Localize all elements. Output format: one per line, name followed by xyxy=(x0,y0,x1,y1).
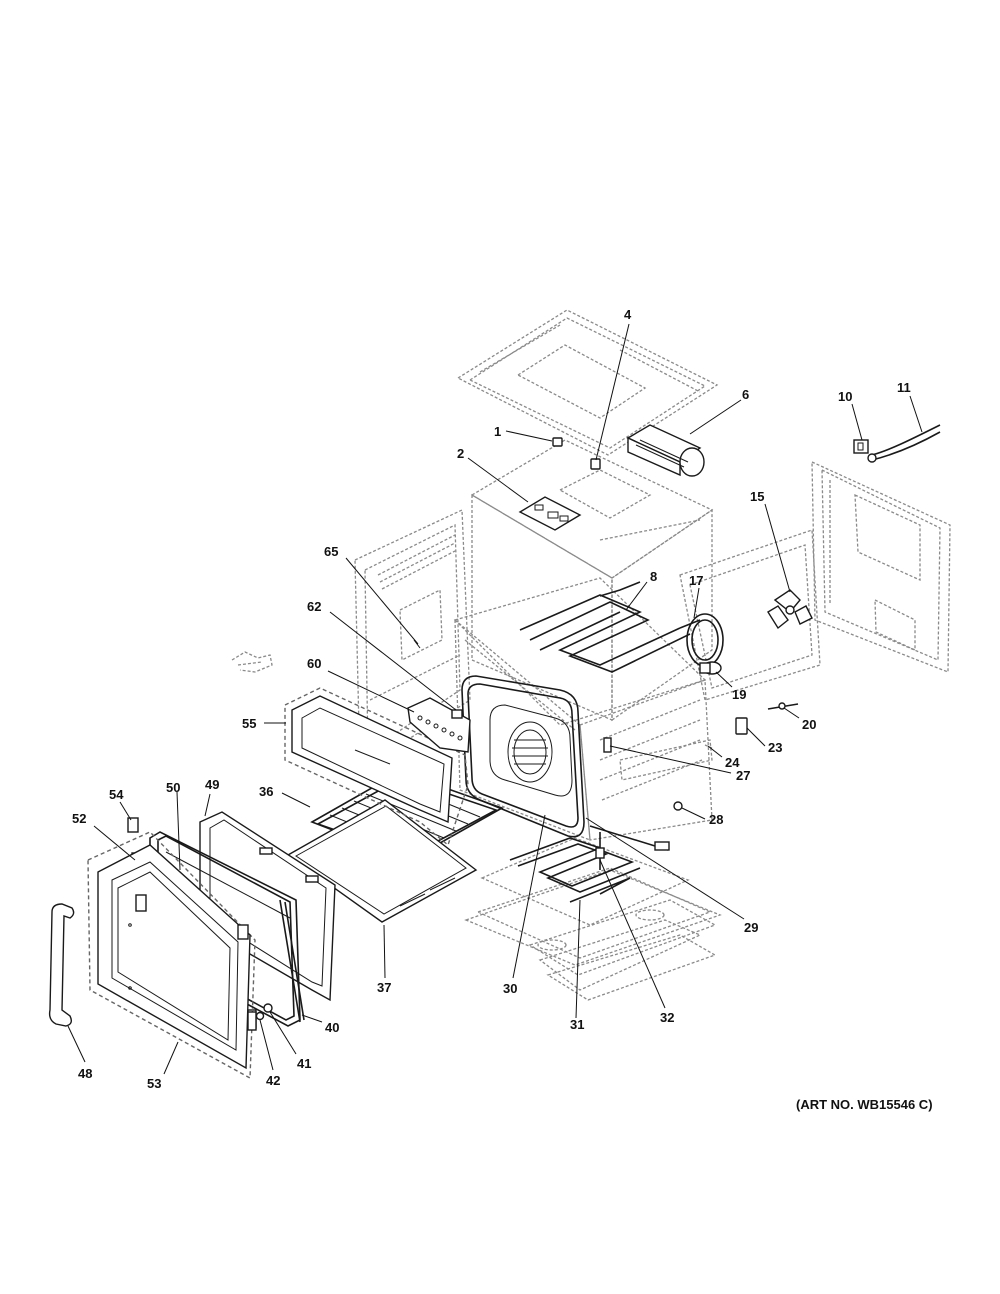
callout-11: 11 xyxy=(897,380,911,395)
callout-10: 10 xyxy=(838,389,852,404)
part-53-outer-door-glass xyxy=(97,844,257,1070)
callout-52: 52 xyxy=(72,811,86,826)
part-55-control-panel-assembly xyxy=(284,687,469,847)
part-28-grommet xyxy=(673,801,683,811)
part-6-cooling-fan xyxy=(626,424,705,477)
callout-65: 65 xyxy=(324,544,338,559)
top-cover-panel xyxy=(456,309,719,456)
part-8-broil-element xyxy=(519,581,701,673)
callout-23: 23 xyxy=(768,740,782,755)
part-40-door-liner xyxy=(279,899,305,1023)
part-37-rack-glide xyxy=(286,799,478,923)
part-30-door-gasket xyxy=(461,675,585,838)
bottom-pan xyxy=(464,837,722,1001)
callout-19: 19 xyxy=(732,687,746,702)
callout-31: 31 xyxy=(570,1017,584,1032)
callout-62: 62 xyxy=(307,599,321,614)
part-54-latch xyxy=(127,817,139,833)
part-29-temp-sensor xyxy=(589,825,670,851)
part-23-light-lens xyxy=(735,717,748,735)
part-55-control-panel-glass xyxy=(291,695,453,824)
callout-1: 1 xyxy=(494,424,501,439)
callout-37: 37 xyxy=(377,980,391,995)
part-19-convection-motor xyxy=(699,661,722,675)
callout-20: 20 xyxy=(802,717,816,732)
callout-27: 27 xyxy=(736,768,750,783)
part-62-control-board xyxy=(451,709,463,719)
callout-48: 48 xyxy=(78,1066,92,1081)
callout-30: 30 xyxy=(503,981,517,996)
callout-6: 6 xyxy=(742,387,749,402)
callout-53: 53 xyxy=(147,1076,161,1091)
art-number-label: (ART NO. WB15546 C) xyxy=(796,1097,933,1112)
part-10-terminal-block xyxy=(853,439,869,454)
part-2-control-board xyxy=(518,496,582,531)
part-31-bake-element xyxy=(509,837,641,903)
callout-55: 55 xyxy=(242,716,256,731)
callout-41: 41 xyxy=(297,1056,311,1071)
part-65-trim xyxy=(413,639,421,649)
callout-28: 28 xyxy=(709,812,723,827)
part-53-outer-door-assembly xyxy=(87,831,256,1080)
part-27-light-socket xyxy=(603,737,612,753)
part-41-hinge-screw xyxy=(263,1003,273,1013)
part-32-terminal xyxy=(595,832,605,870)
callout-15: 15 xyxy=(750,489,764,504)
part-4-sensor xyxy=(590,458,601,470)
callout-40: 40 xyxy=(325,1020,339,1035)
oven-cavity xyxy=(453,577,713,841)
callout-24: 24 xyxy=(725,755,740,770)
callout-17: 17 xyxy=(689,573,703,588)
leader-lines xyxy=(67,323,923,1075)
callout-32: 32 xyxy=(660,1010,674,1025)
convection-fan-cover xyxy=(489,704,573,797)
part-15-convection-fan xyxy=(767,589,813,630)
callout-8: 8 xyxy=(650,569,657,584)
part-1-thermal-switch xyxy=(552,437,563,447)
callout-50: 50 xyxy=(166,780,180,795)
callout-49: 49 xyxy=(205,777,219,792)
part-11-wire-harness xyxy=(867,424,941,463)
part-24-bracket xyxy=(704,744,713,749)
part-20-probe-jack xyxy=(767,702,799,710)
part-48-door-handle xyxy=(48,903,75,1027)
callout-2: 2 xyxy=(457,446,464,461)
hinge-receiver-bracket xyxy=(231,651,273,673)
callout-42: 42 xyxy=(266,1073,280,1088)
rear-back-panel xyxy=(679,529,821,701)
callout-60: 60 xyxy=(307,656,321,671)
callout-36: 36 xyxy=(259,784,273,799)
callout-29: 29 xyxy=(744,920,758,935)
callout-4: 4 xyxy=(624,307,632,322)
callout-54: 54 xyxy=(109,787,124,802)
right-side-wrapper xyxy=(811,460,951,673)
callout-labels: 1 2 4 6 8 10 11 15 17 19 20 23 24 27 28 … xyxy=(72,307,911,1091)
